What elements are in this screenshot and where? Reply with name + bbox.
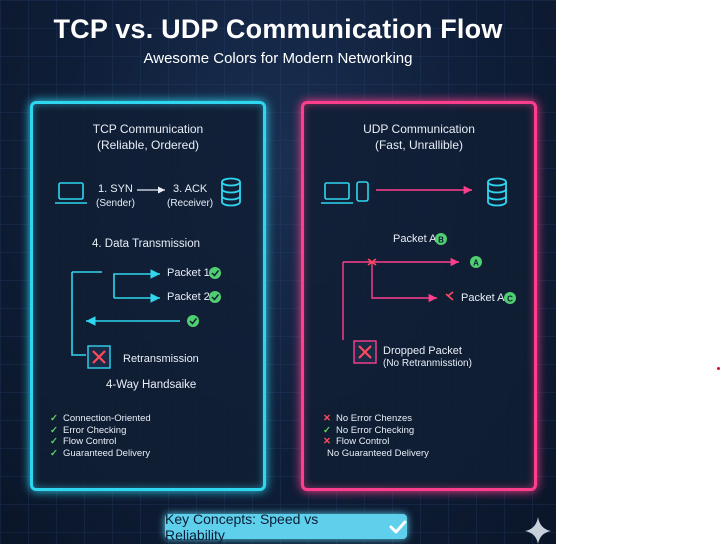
tcp-subheading: (Reliable, Ordered) [96,138,200,152]
key-concepts-badge: Key Concepts: Speed vs Reliability [165,511,407,543]
list-item: ✕Flow Control [323,436,390,448]
badge-a [470,256,482,268]
tcp-heading: TCP Communication [92,122,204,136]
tcp-packet1-label: Packet 1 [167,267,210,279]
list-item: ✓Connection-Oriented [50,413,151,424]
list-item: ✓No Error Checking [323,424,415,436]
udp-subheading: (Fast, Unrallible) [374,138,464,152]
udp-feature-list: ✕No Error Chenzes ✓No Error Checking ✕Fl… [323,413,429,459]
database-icon [487,177,507,207]
check-icon: ✓ [50,424,58,436]
badge-b [435,233,447,245]
list-item: ✓Flow Control [50,436,117,448]
page-title: TCP vs. UDP Communication Flow [53,14,503,44]
tcp-ack-label: 3. ACK [173,183,208,195]
x-icon [87,345,111,369]
badge-a-letter: A [473,259,479,268]
tcp-retransmission-label: Retransmission [123,353,199,365]
tcp-panel [30,101,266,491]
tcp-packet2-label: Packet 2 [167,291,210,303]
x-icon: ✕ [323,413,331,424]
tcp-syn-label: 1. SYN [98,183,133,195]
udp-packet-c-label: Packet A [461,292,505,304]
list-item: ✓Guaranteed Delivery [50,447,151,459]
badge-c [504,292,516,304]
check-icon: ✓ [50,413,58,424]
x-icon [353,340,377,364]
list-item: No Guaranteed Delivery [327,447,429,459]
list-item: ✕No Error Chenzes [323,413,413,424]
check-icon [389,520,407,533]
laptop-icon [55,182,87,204]
udp-heading: UDP Communication [363,122,475,136]
tcp-transmission-flow [71,269,180,356]
tcp-handshake-label: 4-Way Handsaike [106,379,197,391]
udp-no-retrans-label: (No Retranmisstion) [383,358,472,369]
infographic-canvas: TCP vs. UDP Communication Flow Awesome C… [0,0,556,544]
badge-c-letter: C [507,295,513,304]
udp-dropped-label: Dropped Packet [383,345,462,357]
tcp-receiver-label: (Receiver) [167,198,214,209]
badge-b-letter: B [438,236,444,245]
sparkle-icon [525,517,551,544]
check-icon [187,315,199,327]
x-icon: ✕ [323,436,331,448]
list-item: ✓Error Checking [50,424,127,436]
check-icon [209,267,221,279]
key-concepts-label: Key Concepts: Speed vs Reliability [165,510,319,543]
tcp-sender-label: (Sender) [96,198,135,209]
laptop-icon [321,182,353,204]
check-icon [209,291,221,303]
page-subtitle: Awesome Colors for Modern Networking [143,50,413,67]
udp-transmission-flow [342,257,459,340]
phone-icon [356,181,369,202]
stray-dot [717,367,720,370]
tcp-feature-list: ✓Connection-Oriented ✓Error Checking ✓Fl… [50,413,151,459]
tcp-data-transmission: 4. Data Transmission [92,238,201,250]
udp-panel [301,101,537,491]
udp-packet-a-label: Packet A [393,233,437,245]
check-icon: ✓ [50,436,58,448]
check-icon: ✓ [50,447,58,459]
database-icon [221,177,241,207]
diagram-graphics: B A C [55,177,551,544]
packet-spark [445,291,454,301]
packet-spark [367,258,377,266]
check-icon: ✓ [323,424,331,436]
